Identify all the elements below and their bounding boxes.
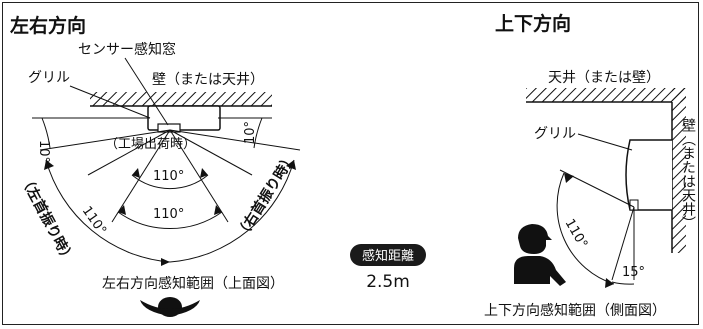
left-swing-label: （左首振り時） (16, 172, 77, 267)
middle-arc (117, 211, 223, 229)
right-grille-label: グリル (534, 126, 576, 142)
middle-arc-arrow-left (118, 205, 126, 215)
left-heading: 左右方向 (10, 14, 86, 37)
side-arc-arrow-top (564, 173, 574, 183)
side-wall-hatch (672, 88, 686, 253)
right-swing-arc (169, 159, 295, 263)
middle-angle-label: 110° (153, 207, 184, 222)
sensor-leader (124, 57, 169, 126)
person-side-body-icon (514, 256, 566, 286)
left-wall-hatch (90, 92, 272, 106)
fan-line-far-right (169, 129, 301, 151)
distance-value: 2.5m (366, 272, 410, 292)
right-10-arc (253, 117, 263, 149)
side-15-arc (611, 281, 635, 285)
person-side-head-icon (518, 224, 552, 254)
side-angle-label: 110° (562, 217, 591, 252)
right-caption: 上下方向感知範囲（側面図） (484, 302, 666, 319)
distance-badge (350, 244, 426, 266)
side-fan-arc (556, 172, 615, 285)
inner-angle-label: 110° (153, 169, 184, 184)
right-grille-leader (577, 133, 633, 151)
outer-frame (2, 2, 699, 325)
distance-badge-label: 感知距離 (362, 248, 414, 264)
right-heading: 上下方向 (495, 12, 571, 35)
left-wall-label: 壁（または天井） (152, 72, 264, 88)
left-grille-label: グリル (28, 70, 70, 86)
middle-arc-arrow-right (214, 205, 222, 215)
left-swing-arrow (44, 160, 54, 170)
inner-arc (131, 174, 209, 189)
side-15-label: 15° (622, 265, 645, 280)
swing-arc-arrow (161, 258, 170, 266)
side-fan-lower (611, 206, 635, 281)
left-angle-label: 10° (36, 140, 51, 163)
ceiling-hatch (526, 88, 686, 102)
side-arc-arrow-bottom (605, 278, 614, 288)
grille-leader (69, 85, 151, 119)
outer-angle-label: 110° (79, 204, 109, 238)
right-swing-label: （右首振り時） (233, 150, 299, 242)
inner-arc-arrow-left (132, 168, 140, 178)
side-wall-label: 壁（または天井） (680, 118, 696, 230)
fan-line-far-left (39, 129, 171, 151)
inner-arc-arrow-right (200, 168, 208, 178)
fan-line-mid-right (169, 129, 253, 176)
right-angle-label: 10° (243, 121, 258, 144)
right-swing-arrow (286, 160, 296, 170)
fan-line-mid-left (87, 129, 171, 176)
left-caption: 左右方向感知範囲（上面図） (102, 275, 284, 292)
fan-line-left (111, 129, 171, 223)
ceiling-label: 天井（または壁） (548, 70, 660, 86)
person-top-shoulders-icon (140, 300, 200, 316)
factory-label: （工場出荷時） (105, 137, 196, 152)
sensor-window-label: センサー感知窓 (78, 41, 176, 58)
left-swing-arc (45, 159, 171, 263)
fan-line-right (169, 129, 229, 223)
